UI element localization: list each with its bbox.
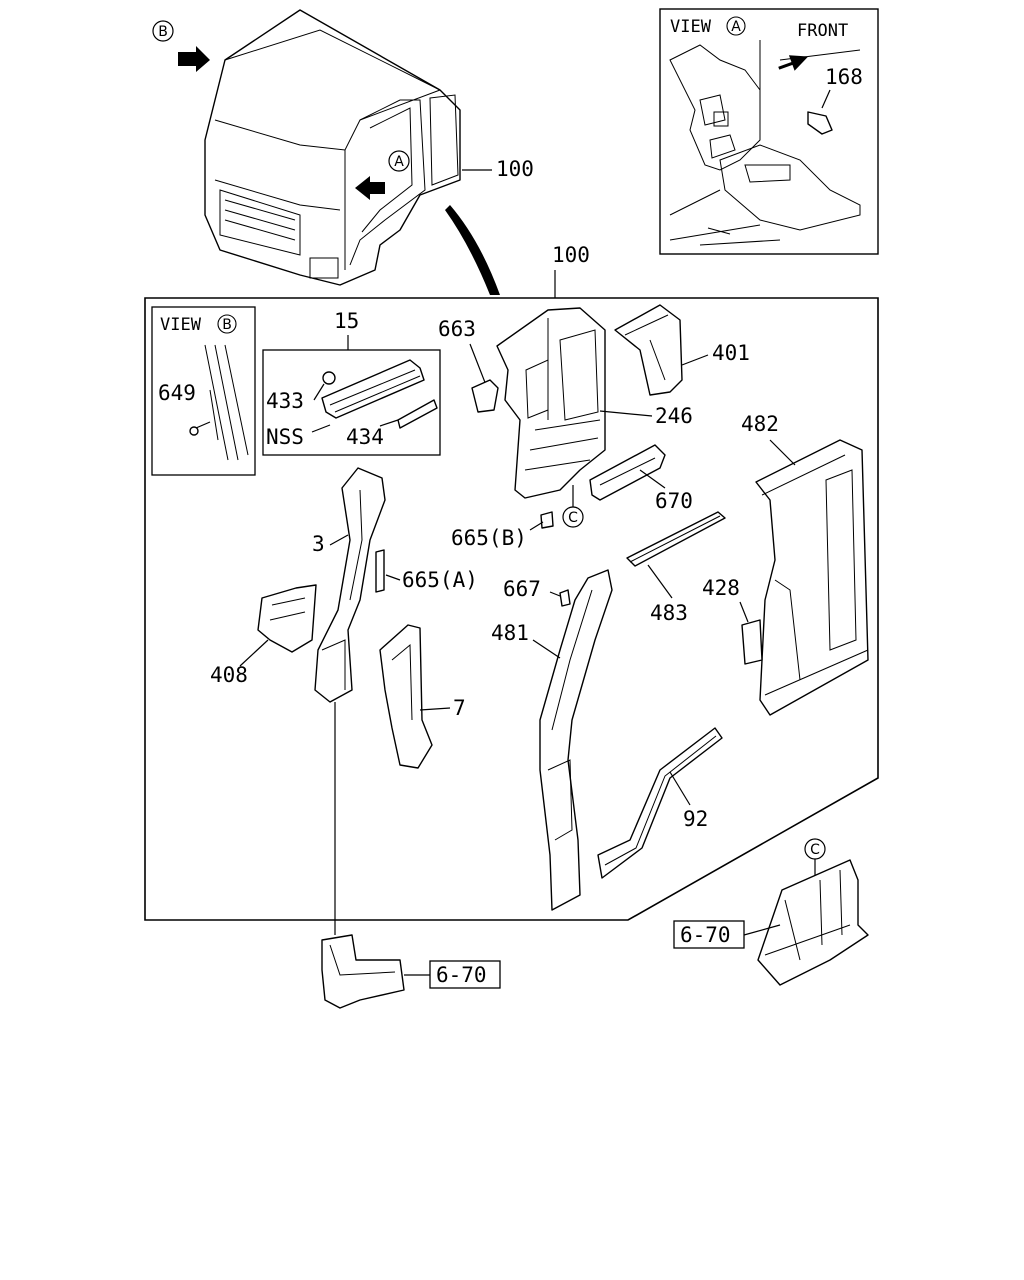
callout-408: 408 [210,663,248,687]
marker-b-circle [152,20,174,42]
part-670 [589,444,666,501]
part-663 [471,379,499,413]
part-665b [540,511,554,529]
part-667 [559,589,571,607]
marker-c: C [568,510,578,526]
callout-481: 481 [491,621,529,645]
part-92 [597,727,723,879]
part-246 [496,307,606,499]
callout-667: 667 [503,577,541,601]
callout-15: 15 [334,309,359,333]
callout-92: 92 [683,807,708,831]
marker-a: A [394,154,404,170]
callout-665a: 665(A) [402,568,478,592]
front-arrow-icon [778,55,809,71]
part-15-group: 15 433 NSS 434 [262,309,441,456]
cab-illustration [204,9,461,286]
view-b-letter: B [222,317,232,333]
view-a-label: VIEW [670,17,712,37]
part-3 [314,467,386,703]
part-428 [741,619,763,665]
callout-100-main: 100 [552,243,590,267]
marker-b: B [158,24,168,40]
view-a-inset: VIEW A FRONT 168 [659,8,879,255]
part-482 [755,439,869,716]
lower-right-bracket [757,859,869,986]
callout-7: 7 [453,696,466,720]
callout-434: 434 [346,425,384,449]
callout-nss: NSS [266,425,304,449]
callout-401: 401 [712,341,750,365]
callout-482: 482 [741,412,779,436]
callout-433: 433 [266,389,304,413]
zoom-pointer [445,205,500,295]
callout-663: 663 [438,317,476,341]
part-665a [375,549,385,593]
ref-6-70-right: 6-70 [680,923,731,947]
ref-box-left [429,960,501,989]
callout-665b: 665(B) [451,526,527,550]
callout-649: 649 [158,381,196,405]
lower-left-bracket [321,934,405,1009]
view-b-label: VIEW [160,315,202,335]
marker-a-circle [388,150,410,172]
marker-c-circle [562,506,584,528]
view-a-letter: A [731,19,741,35]
exploded-view-frame [144,297,879,921]
view-b-inset: VIEW B 649 [151,306,256,476]
callout-168: 168 [825,65,863,89]
front-label: FRONT [797,21,848,41]
ref-6-70-left: 6-70 [436,963,487,987]
view-arrow-icon [178,46,210,72]
callout-670: 670 [655,489,693,513]
callout-483: 483 [650,601,688,625]
view-arrow-icon [355,176,385,200]
callout-100-top: 100 [496,157,534,181]
callout-246: 246 [655,404,693,428]
part-7 [379,624,433,769]
marker-c2: C [810,842,820,858]
callout-3: 3 [312,532,325,556]
callout-428: 428 [702,576,740,600]
part-408 [257,584,317,653]
part-481 [539,569,613,911]
part-401 [614,304,683,396]
